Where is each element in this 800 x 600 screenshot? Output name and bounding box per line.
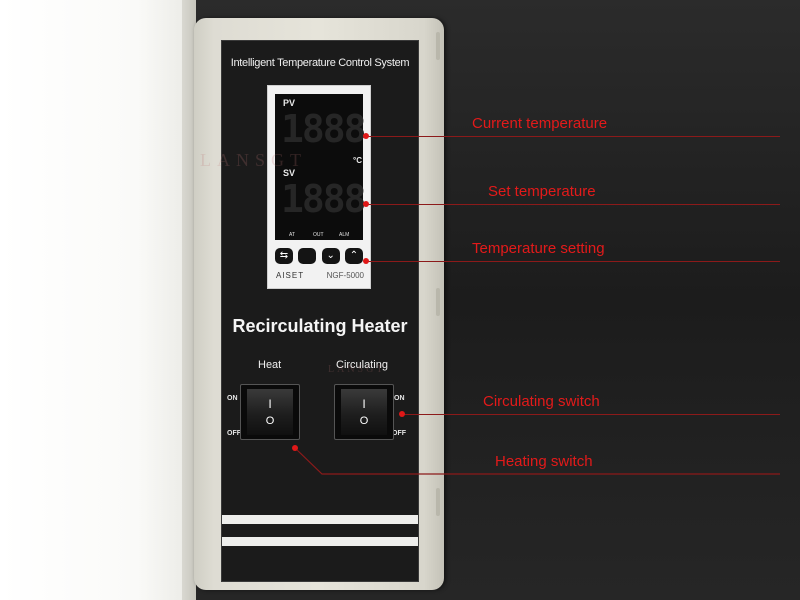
indicator-alm: ALM [339,232,350,238]
controller-display: PV 1888 °C SV 1888 AT OUT ALM [275,94,367,240]
callout-temperature-setting: Temperature setting [472,240,605,257]
callout-line-current-temperature [366,136,780,137]
callout-line-set-temperature [366,204,780,205]
controller-button-row: ⇆ ⌄ ⌃ [275,248,363,264]
panel-stripe [222,515,418,524]
rocker-face: I O [247,389,293,435]
callout-dot-set-temperature [363,201,369,207]
callout-dot-circulating-switch [399,411,405,417]
callout-dot-current-temperature [363,133,369,139]
callout-set-temperature: Set temperature [488,183,596,200]
callout-dot-temperature-setting [363,258,369,264]
indicator-at: AT [289,232,296,238]
pv-label: PV [283,98,296,108]
pv-readout: 1888 [281,107,367,151]
frame-notch [436,288,440,316]
circulating-on-label: ON [394,395,405,402]
controller-brand: AISET [276,271,305,280]
cycle-icon[interactable]: ⇆ [275,248,293,264]
heater-casing [0,0,196,600]
casing-edge [182,0,196,600]
temperature-controller: PV 1888 °C SV 1888 AT OUT ALM ⇆ ⌄ ⌃ AISE… [267,85,371,289]
heat-off-label: OFF [227,430,241,437]
frame-notch [436,32,440,60]
panel-title: Intelligent Temperature Control System [230,57,410,69]
callout-line-circulating-switch [402,414,780,415]
controller-model: NGF-5000 [326,271,364,280]
frame-notch [436,488,440,516]
sv-readout: 1888 [281,177,367,221]
callout-circulating-switch: Circulating switch [483,393,600,410]
callout-heating-switch: Heating switch [495,453,593,470]
rocker-off-symbol: O [359,415,369,427]
watermark: LANSGT [200,150,307,170]
rocker-off-symbol: O [265,415,275,427]
heat-switch-title: Heat [258,359,282,371]
control-panel: Intelligent Temperature Control System P… [221,40,419,582]
circulating-switch-title: Circulating [336,359,388,371]
watermark-small: LANSGT [328,364,386,375]
blank-button-icon[interactable] [298,248,317,264]
circulating-rocker-switch[interactable]: I O [334,384,394,440]
panel-stripe [222,537,418,546]
chevron-up-icon[interactable]: ⌃ [344,248,363,264]
heating-rocker-switch[interactable]: I O [240,384,300,440]
rocker-face: I O [341,389,387,435]
rocker-on-symbol: I [268,397,272,411]
callout-dot-heating-switch [292,445,298,451]
rocker-on-symbol: I [362,397,366,411]
indicator-out: OUT [313,232,324,238]
callout-line-temperature-setting [366,261,780,262]
circulating-off-label: OFF [392,430,406,437]
heat-on-label: ON [227,395,238,402]
sv-label: SV [283,168,296,178]
product-name: Recirculating Heater [232,316,408,336]
chevron-down-icon[interactable]: ⌄ [321,248,340,264]
unit-label: °C [353,156,362,165]
callout-current-temperature: Current temperature [472,115,608,132]
